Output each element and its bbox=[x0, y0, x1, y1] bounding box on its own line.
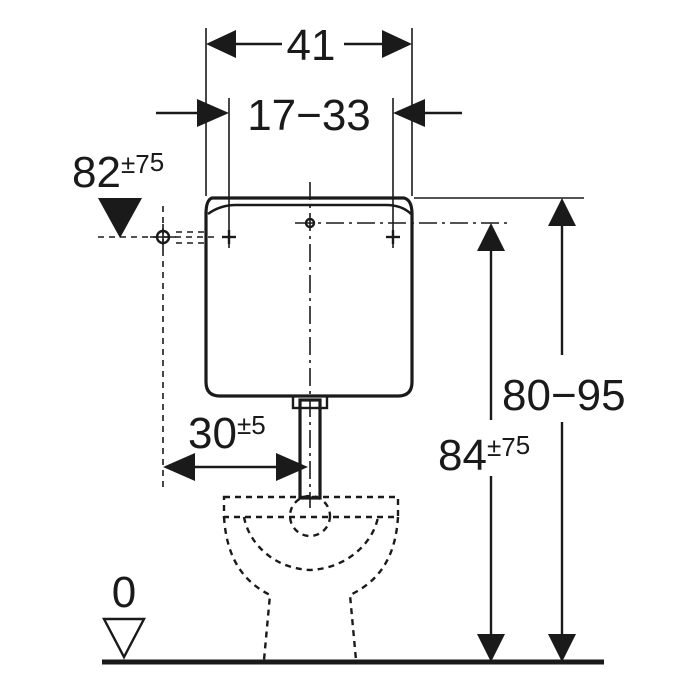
dimension-height-top: 80−95 bbox=[414, 197, 626, 662]
label-height-connection: 84±75 bbox=[438, 430, 530, 480]
floor-level-label: 0 bbox=[112, 568, 136, 617]
floor-level-marker: 0 bbox=[102, 568, 146, 660]
cistern-body bbox=[204, 196, 414, 398]
toilet-bowl-outline bbox=[222, 494, 400, 661]
dimension-width-outer: 41 bbox=[205, 21, 413, 196]
floor-level-triangle bbox=[102, 617, 146, 660]
label-height-top: 80−95 bbox=[502, 371, 626, 420]
label-width-outer: 41 bbox=[287, 21, 336, 70]
label-width-inner: 17−33 bbox=[247, 91, 371, 140]
dimension-offset: 30±5 bbox=[163, 409, 308, 481]
label-offset: 30±5 bbox=[188, 409, 266, 458]
height-mount-triangle bbox=[98, 198, 142, 238]
water-supply-connection bbox=[98, 206, 214, 492]
dimension-height-connection: 84±75 bbox=[438, 223, 530, 662]
dimension-height-mount: 82±75 bbox=[72, 147, 164, 238]
dimension-width-inner: 17−33 bbox=[156, 91, 462, 248]
label-height-mount: 82±75 bbox=[72, 147, 164, 197]
